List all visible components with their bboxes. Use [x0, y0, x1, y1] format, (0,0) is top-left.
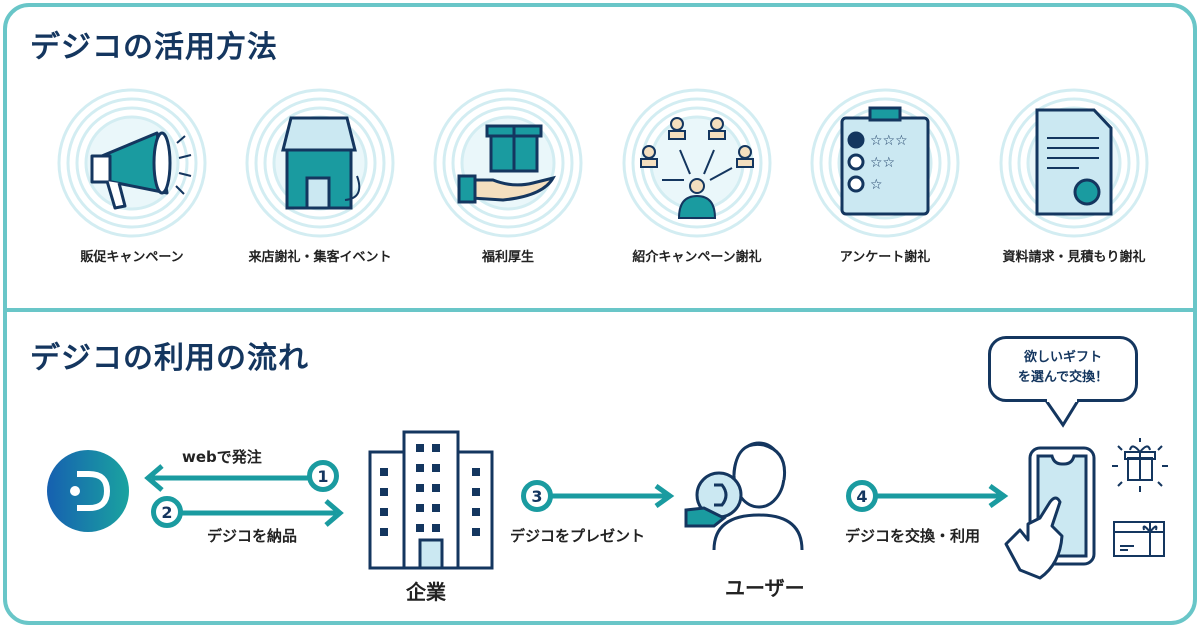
gift-box-icon — [1112, 438, 1168, 492]
bubble-tail — [1045, 399, 1081, 428]
speech-bubble: 欲しいギフト を選んで交換！ — [988, 336, 1138, 402]
step-label-present: デジコをプレゼント — [510, 527, 646, 545]
usage-item-promotion: 販促キャンペーン — [57, 88, 207, 265]
section-divider — [3, 308, 1197, 312]
usage-item-survey: ☆☆☆☆☆☆ アンケート謝礼 — [810, 88, 960, 265]
step-badge-2: 2 — [151, 496, 183, 528]
svg-text:☆☆☆: ☆☆☆ — [870, 133, 908, 149]
usage-item-document: 資料請求・見積もり謝礼 — [999, 88, 1149, 265]
bubble-line-1: 欲しいギフト — [1023, 350, 1102, 365]
usage-label: 来店謝礼・集客イベント — [248, 250, 392, 265]
usage-label: アンケート謝礼 — [839, 250, 931, 265]
flow-arrow-3 — [550, 484, 675, 508]
usage-item-referral: 紹介キャンペーン謝礼 — [622, 88, 772, 265]
flow-arrows-1-2 — [144, 464, 344, 527]
usage-item-store: 来店謝礼・集客イベント — [245, 88, 395, 265]
bubble-line-2: を選んで交換！ — [1017, 370, 1109, 385]
usage-label: 資料請求・見積もり謝礼 — [1002, 250, 1146, 265]
gift-card-icon — [1113, 521, 1165, 557]
actor-company-label: 企業 — [406, 580, 446, 604]
digico-logo-icon — [47, 450, 129, 532]
usage-label: 紹介キャンペーン謝礼 — [632, 250, 762, 265]
company-building-icon — [368, 430, 494, 570]
outer-frame — [3, 3, 1197, 625]
gift-hand-icon — [433, 88, 583, 238]
smartphone-tap-icon — [1004, 446, 1096, 580]
step-badge-4: 4 — [846, 480, 878, 512]
step-label-order: webで発注 — [182, 448, 262, 466]
svg-text:☆: ☆ — [870, 177, 883, 193]
step-badge-3: 3 — [521, 480, 553, 512]
usage-label: 販促キャンペーン — [80, 250, 184, 265]
usage-item-welfare: 福利厚生 — [433, 88, 583, 265]
flow-arrow-4 — [876, 484, 1009, 508]
user-person-icon — [684, 441, 804, 551]
usage-label: 福利厚生 — [481, 250, 534, 265]
step-badge-1: 1 — [307, 460, 339, 492]
section-title-usage: デジコの活用方法 — [30, 30, 278, 65]
actor-user-label: ユーザー — [725, 576, 805, 600]
section-title-flow: デジコの利用の流れ — [30, 341, 309, 376]
step-label-exchange: デジコを交換・利用 — [845, 527, 981, 545]
svg-text:☆☆: ☆☆ — [870, 155, 895, 171]
document-icon — [999, 88, 1149, 238]
megaphone-icon — [57, 88, 207, 238]
store-icon — [245, 88, 395, 238]
survey-clipboard-icon: ☆☆☆☆☆☆ — [810, 88, 960, 238]
referral-people-icon — [622, 88, 772, 238]
step-label-deliver: デジコを納品 — [207, 527, 298, 545]
